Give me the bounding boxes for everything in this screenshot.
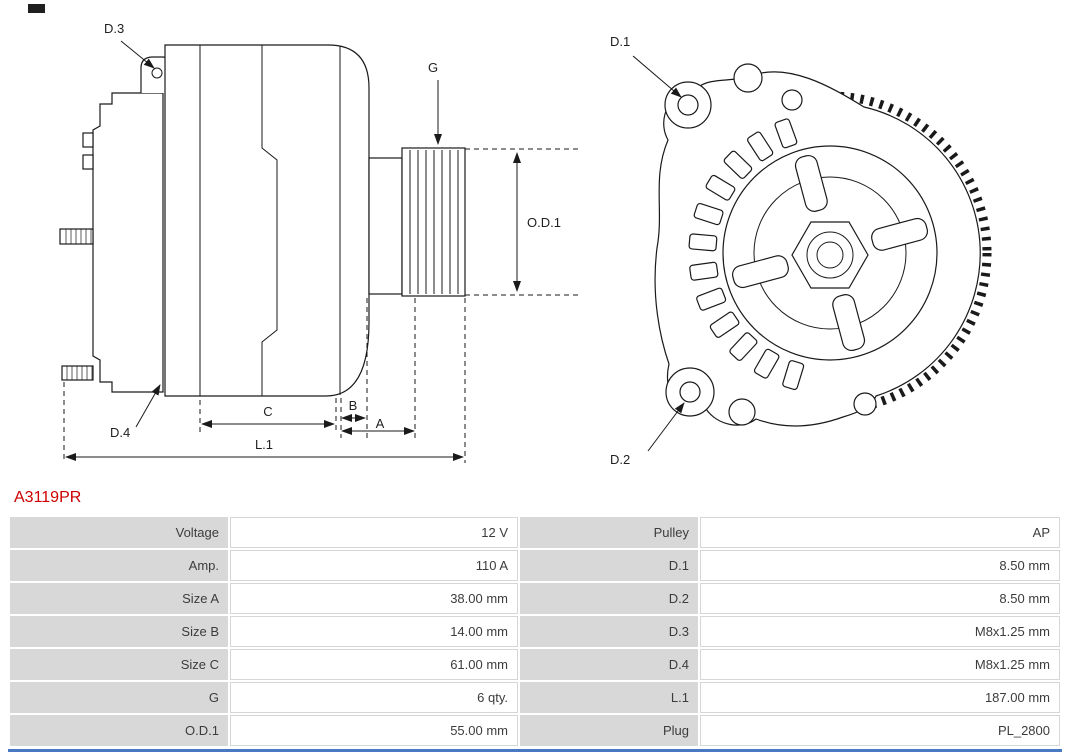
- d3-arrow: [120, 40, 155, 69]
- rotor-windows: [731, 154, 929, 352]
- spec-table: Voltage 12 V Pulley AP Amp. 110 A D.1 8.…: [8, 515, 1062, 748]
- mounting-stud: [61, 365, 94, 381]
- spec-row: Size C 61.00 mm D.4 M8x1.25 mm: [10, 649, 1060, 680]
- spec-value: M8x1.25 mm: [700, 649, 1060, 680]
- vent-slots: [688, 118, 805, 391]
- housing-hole: [728, 398, 756, 426]
- spec-row: Amp. 110 A D.1 8.50 mm: [10, 550, 1060, 581]
- spec-row: O.D.1 55.00 mm Plug PL_2800: [10, 715, 1060, 746]
- ear-hole: [151, 67, 163, 79]
- pulley-grooves: [409, 150, 459, 294]
- spec-row: Size B 14.00 mm D.3 M8x1.25 mm: [10, 616, 1060, 647]
- stud-threads: [65, 229, 92, 244]
- spec-label: Size B: [10, 616, 228, 647]
- front-view: D.1 D.2: [610, 34, 992, 467]
- spec-value: 14.00 mm: [230, 616, 518, 647]
- spec-label: D.1: [520, 550, 698, 581]
- label-d3: D.3: [104, 21, 124, 36]
- label-a: A: [376, 416, 385, 431]
- technical-drawing-area: D.3 G O.D.1 D.4 C B: [59, 21, 992, 467]
- spec-label: D.3: [520, 616, 698, 647]
- side-view: D.3 G O.D.1 D.4 C B: [59, 21, 582, 463]
- d1-arrow: [632, 55, 682, 98]
- spec-value: 38.00 mm: [230, 583, 518, 614]
- label-g: G: [428, 60, 438, 75]
- spec-value: 110 A: [230, 550, 518, 581]
- rotor-inner-circle: [753, 176, 907, 330]
- spec-label: Size C: [10, 649, 228, 680]
- casting-step: [261, 45, 278, 396]
- spec-label: D.4: [520, 649, 698, 680]
- bottom-accent-bar: [8, 749, 1062, 752]
- label-od1: O.D.1: [527, 215, 561, 230]
- spec-row: Size A 38.00 mm D.2 8.50 mm: [10, 583, 1060, 614]
- label-d2: D.2: [610, 452, 630, 467]
- spec-label: Voltage: [10, 517, 228, 548]
- mounting-hole-d1: [677, 94, 699, 116]
- spec-value: 6 qty.: [230, 682, 518, 713]
- alternator-body: [164, 44, 370, 397]
- part-number: A3119PR: [14, 489, 82, 506]
- shaft-circle: [806, 231, 854, 279]
- spec-value: 61.00 mm: [230, 649, 518, 680]
- label-d1: D.1: [610, 34, 630, 49]
- label-b: B: [349, 398, 358, 413]
- d4-arrow: [135, 384, 161, 428]
- spec-value: AP: [700, 517, 1060, 548]
- alternator-diagram: D.3 G O.D.1 D.4 C B: [59, 21, 992, 467]
- spec-value: 8.50 mm: [700, 583, 1060, 614]
- housing-hole: [733, 63, 763, 93]
- spec-label: O.D.1: [10, 715, 228, 746]
- logo-fragment: [28, 4, 45, 13]
- shaft-center: [816, 241, 844, 269]
- spec-label: Amp.: [10, 550, 228, 581]
- housing-hole: [853, 392, 877, 416]
- spec-label: Plug: [520, 715, 698, 746]
- spec-row: Voltage 12 V Pulley AP: [10, 517, 1060, 548]
- spec-value: M8x1.25 mm: [700, 616, 1060, 647]
- rear-housing: [92, 92, 164, 393]
- d2-arrow: [647, 402, 685, 452]
- shaft-plate: [368, 157, 403, 295]
- spec-label: Size A: [10, 583, 228, 614]
- spec-label: D.2: [520, 583, 698, 614]
- label-c: C: [263, 404, 272, 419]
- spec-value: 12 V: [230, 517, 518, 548]
- label-d4: D.4: [110, 425, 130, 440]
- spec-label: L.1: [520, 682, 698, 713]
- spec-label: Pulley: [520, 517, 698, 548]
- spec-value: 8.50 mm: [700, 550, 1060, 581]
- spec-label: G: [10, 682, 228, 713]
- terminal-stud: [59, 228, 94, 245]
- label-l1: L.1: [255, 437, 273, 452]
- spec-row: G 6 qty. L.1 187.00 mm: [10, 682, 1060, 713]
- shaft-nut: [791, 221, 869, 289]
- cooling-fin: [82, 154, 94, 170]
- stud-threads: [66, 366, 93, 380]
- cooling-fin: [82, 132, 94, 148]
- mounting-hole-d2: [679, 381, 701, 403]
- spec-value: 55.00 mm: [230, 715, 518, 746]
- housing-hole: [781, 89, 803, 111]
- spec-value: PL_2800: [700, 715, 1060, 746]
- spec-value: 187.00 mm: [700, 682, 1060, 713]
